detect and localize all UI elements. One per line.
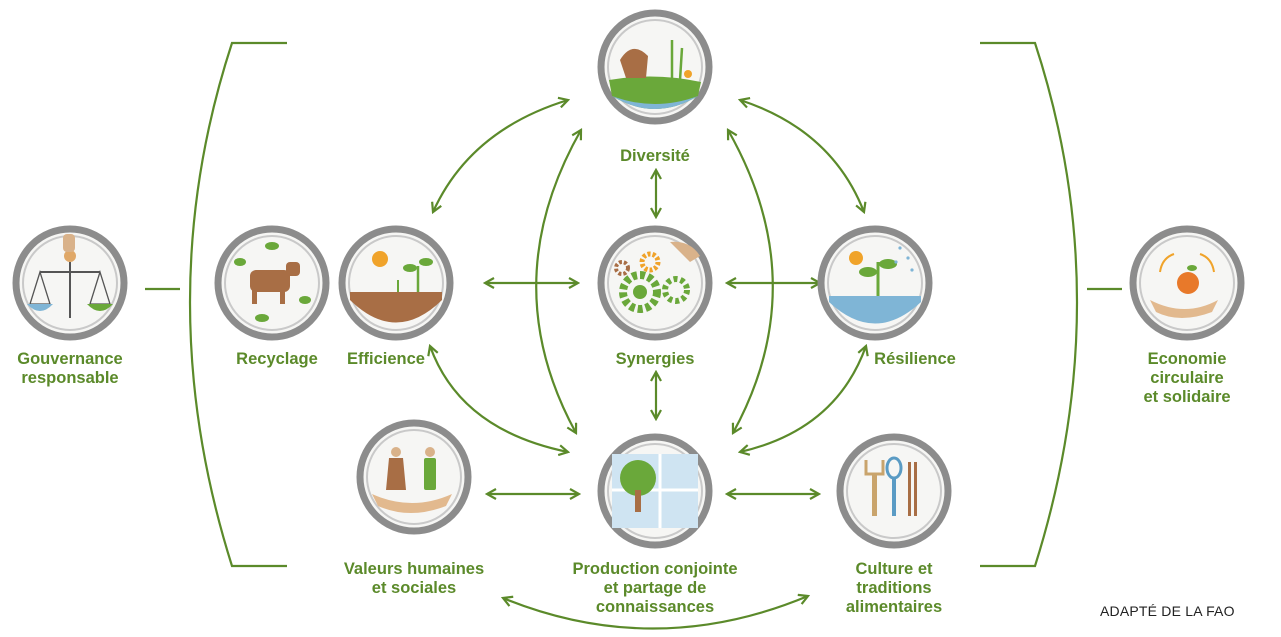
hand-apple-icon (1129, 225, 1245, 341)
cow-leaves-icon (214, 225, 330, 341)
label-production: Production conjointe et partage de conna… (572, 560, 738, 616)
label-gouvernance: Gouvernance responsable (17, 350, 123, 387)
label-valeurs: Valeurs humaines et sociales (343, 560, 485, 597)
label-culture: Culture et traditions alimentaires (845, 560, 943, 616)
right-bracket (980, 41, 1122, 568)
arrow-valeurs-culture (503, 596, 808, 630)
label-recyclage: Recyclage (236, 350, 318, 368)
gears-hand-icon (597, 225, 713, 341)
utensils-icon (836, 433, 952, 549)
source-credit: ADAPTÉ DE LA FAO (1100, 603, 1235, 619)
plant-rain-icon (817, 225, 933, 341)
scales-icon (12, 225, 128, 341)
people-hand-icon (356, 419, 472, 535)
label-economie: Economie circulaire et solidaire (1143, 350, 1231, 406)
arrow-diversite-efficience (433, 100, 568, 212)
left-bracket (145, 41, 287, 568)
label-efficience: Efficience (347, 350, 425, 368)
label-diversite: Diversité (620, 147, 690, 165)
label-synergies: Synergies (615, 350, 695, 368)
deer-water-icon (597, 9, 713, 125)
arrow-diversite-production-right (728, 130, 774, 433)
arrow-diversite-production-left (535, 130, 581, 433)
label-resilience: Résilience (874, 350, 956, 368)
sun-seedlings-icon (338, 225, 454, 341)
arrow-diversite-resilience (740, 100, 864, 212)
arrow-efficience-production (430, 346, 568, 452)
arrow-resilience-production (740, 346, 866, 452)
tree-map-icon (597, 433, 713, 549)
